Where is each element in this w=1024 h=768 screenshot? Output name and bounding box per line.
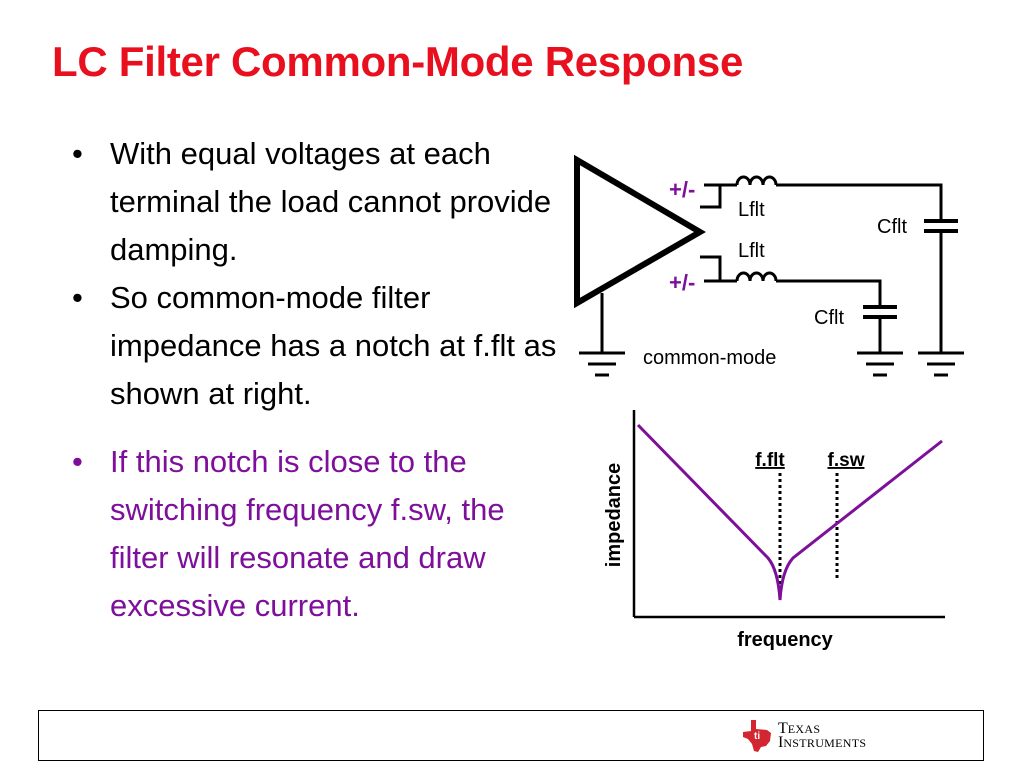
impedance-curve <box>636 423 943 601</box>
marker-label-fsw: f.sw <box>828 450 865 471</box>
plus-minus-bottom-label: +/- <box>669 270 695 295</box>
ground-icon <box>579 351 625 377</box>
capacitor-middle-label: Cflt <box>814 307 844 329</box>
capacitor-right-label: Cflt <box>877 216 907 238</box>
wire-bottom-line <box>776 279 882 306</box>
inductor-bottom-label: Lflt <box>738 240 765 262</box>
bullet-item-resonance: • If this notch is close to the switchin… <box>68 438 558 630</box>
bullet-dot: • <box>72 136 83 171</box>
wire-bottom-output <box>700 255 722 283</box>
inductor-top <box>735 175 778 186</box>
svg-text:ti: ti <box>754 731 760 742</box>
ground-icon <box>918 351 964 377</box>
plus-minus-top-label: +/- <box>669 177 695 202</box>
bullet-text: So common-mode filter impedance has a no… <box>110 280 557 411</box>
inductor-bottom <box>735 271 778 282</box>
wire-top-line <box>776 183 943 220</box>
bullet-dot: • <box>72 444 83 479</box>
bullet-list: • With equal voltages at each terminal t… <box>68 130 558 630</box>
common-mode-label: common-mode <box>643 347 776 369</box>
bullet-text: If this notch is close to the switching … <box>110 444 505 623</box>
amplifier-triangle <box>574 154 706 309</box>
slide-title: LC Filter Common-Mode Response <box>52 38 744 85</box>
texas-state-icon: ti <box>743 720 771 752</box>
bullet-item-damping: • With equal voltages at each terminal t… <box>68 130 558 274</box>
bullet-item-notch: • So common-mode filter impedance has a … <box>68 274 558 418</box>
inductor-top-label: Lflt <box>738 199 765 221</box>
chart-x-label: frequency <box>737 629 833 651</box>
bullet-text: With equal voltages at each terminal the… <box>110 136 552 267</box>
ground-icon <box>857 351 903 377</box>
logo-wordmark: TEXAS INSTRUMENTS <box>778 720 867 751</box>
ti-logo: ti TEXAS INSTRUMENTS <box>742 719 866 753</box>
marker-label-fflt: f.flt <box>755 450 785 471</box>
bullet-dot: • <box>72 280 83 315</box>
wire-top-output <box>700 183 722 209</box>
chart-y-label: impedance <box>603 463 625 567</box>
footer-bar <box>38 710 984 761</box>
